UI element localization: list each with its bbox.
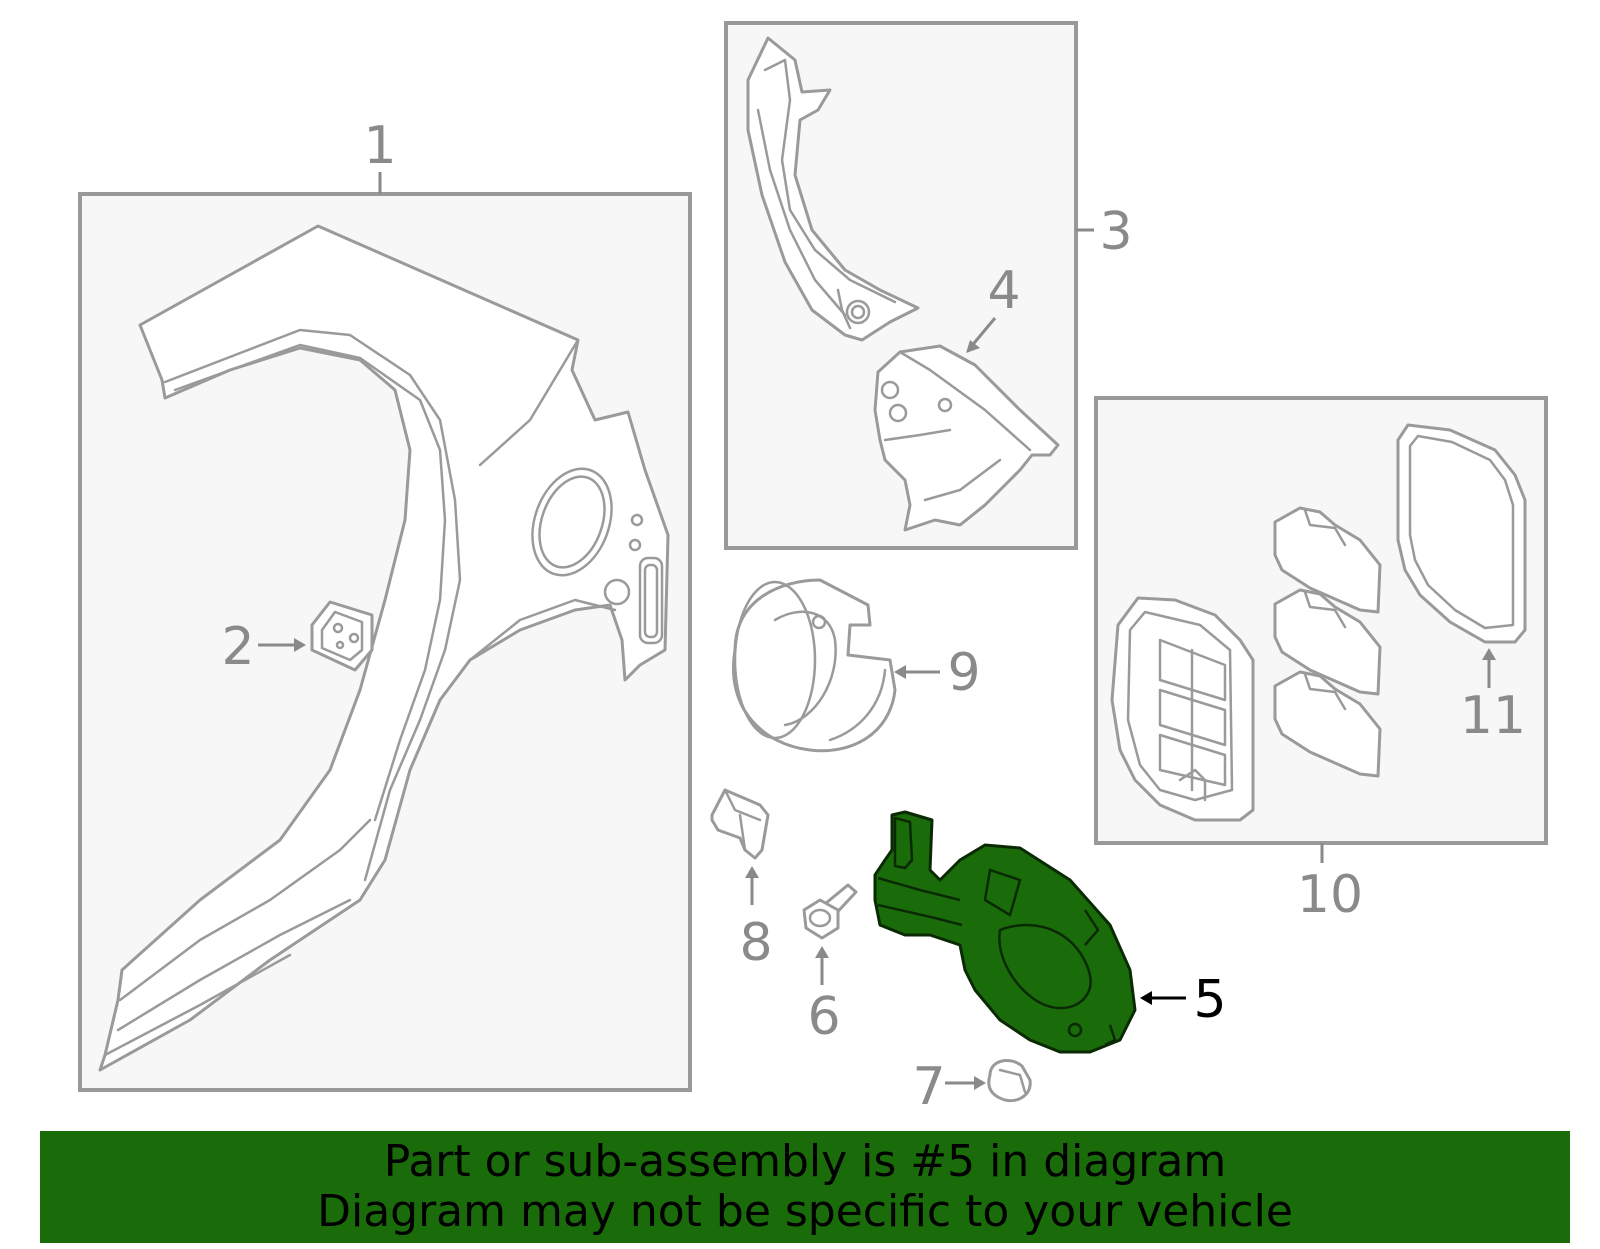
part-10-clip-bottom[interactable] xyxy=(1273,670,1382,778)
part-6-bolt[interactable] xyxy=(802,883,858,940)
callout-3: 3 xyxy=(1099,202,1132,262)
callout-2: 2 xyxy=(221,617,254,677)
callout-11: 11 xyxy=(1460,686,1526,746)
part-2-bracket[interactable] xyxy=(310,600,374,672)
part-10-clip-top[interactable] xyxy=(1273,506,1382,614)
callout-9: 9 xyxy=(947,643,980,703)
part-9-filler-housing[interactable] xyxy=(732,578,897,753)
arrow-5 xyxy=(1140,991,1152,1005)
part-5-fuel-door[interactable] xyxy=(873,810,1137,1054)
banner-line-1: Part or sub-assembly is #5 in diagram xyxy=(383,1136,1227,1187)
part-8-clip[interactable] xyxy=(710,788,770,860)
arrow-2 xyxy=(294,638,306,652)
info-banner: Part or sub-assembly is #5 in diagram Di… xyxy=(40,1131,1570,1243)
arrow-9 xyxy=(894,665,906,679)
callout-10: 10 xyxy=(1297,865,1363,925)
part-4-inner-panel[interactable] xyxy=(873,344,1060,532)
leader-line-4 xyxy=(968,317,997,349)
part-10-hinge-frame[interactable] xyxy=(1110,596,1255,822)
part-3-pillar-reinforcement[interactable] xyxy=(746,36,920,342)
arrow-4 xyxy=(966,340,980,353)
callout-8: 8 xyxy=(739,913,772,973)
arrow-6 xyxy=(815,946,829,958)
callout-4: 4 xyxy=(987,261,1020,321)
part-7-grommet[interactable] xyxy=(987,1059,1032,1103)
callout-7: 7 xyxy=(912,1057,945,1117)
callout-1: 1 xyxy=(363,116,396,176)
arrow-8 xyxy=(745,866,759,878)
banner-line-2: Diagram may not be specific to your vehi… xyxy=(317,1186,1293,1237)
callout-6: 6 xyxy=(807,987,840,1047)
arrow-7 xyxy=(974,1076,986,1090)
callout-5: 5 xyxy=(1193,970,1226,1030)
part-10-clip-middle[interactable] xyxy=(1273,588,1382,696)
part-1-quarter-panel[interactable] xyxy=(98,224,670,1072)
part-11-gasket[interactable] xyxy=(1396,423,1527,644)
arrow-11 xyxy=(1482,648,1496,660)
